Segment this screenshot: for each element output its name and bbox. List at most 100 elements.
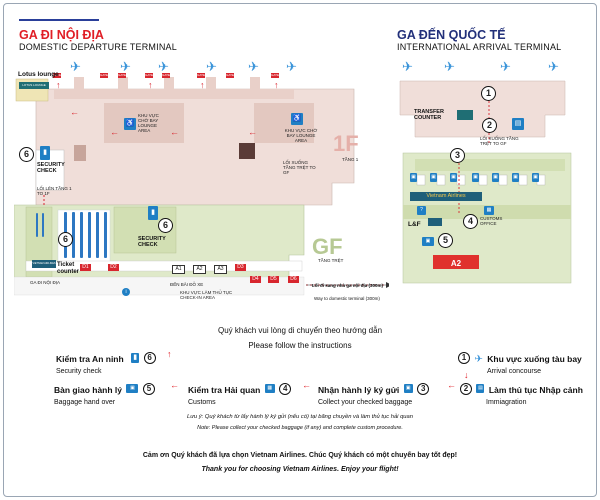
step-number-6: 6 [58, 232, 73, 247]
legend-step-3-vn: Nhận hành lý ký gửi [318, 385, 400, 395]
plane-icon: ✈ [286, 59, 297, 74]
plane-icon: ✈ [206, 59, 217, 74]
security-icon: ▮ [148, 206, 158, 220]
baggage-icon: ▣ [126, 384, 139, 394]
baggage-icon: ▣ [492, 173, 499, 182]
baggage-icon: ▣ [410, 173, 417, 182]
counter-d4: D4 [250, 276, 261, 283]
lost-found-label: L&F [408, 221, 421, 228]
plane-icon: ✈ [474, 354, 483, 365]
gate-sign: GATE [145, 73, 153, 78]
thanks-en: Thank you for choosing Vietnam Airlines.… [201, 466, 399, 473]
map-frame [3, 3, 597, 497]
counter-d1: D1 [80, 264, 91, 271]
baggage-icon: ▣ [532, 173, 539, 182]
ticket-counter-label: Ticket counter [57, 262, 80, 275]
step-number-3: 3 [450, 148, 465, 163]
legend-step-3: Nhận hành lý ký gửi ▣ 3 Collect your che… [318, 380, 448, 406]
exit-a2-label: A2 [450, 259, 462, 268]
legend-step-2-vn: Làm thủ tục Nhập cảnh [488, 385, 583, 395]
plane-icon: ✈ [500, 59, 511, 74]
to-domestic-vn: Lối đi sang nhà ga nội địa (300m) [312, 283, 384, 288]
floor-gf-note: TẦNG TRỆT [318, 258, 344, 263]
customs-icon: ▦ [484, 206, 494, 215]
step-number-6: 6 [158, 218, 173, 233]
lounge-label: KHU VỰC CHỜ BAY LOUNGE AREA [138, 113, 159, 133]
arrow-left-icon: ← [447, 380, 456, 390]
baggage-icon: ▣ [512, 173, 519, 182]
arrow-up-icon: ↑ [200, 80, 205, 90]
arrow-up-icon: ↑ [167, 349, 172, 359]
arrow-up-icon: ↑ [56, 80, 61, 90]
note-en: Note: Please collect your checked baggag… [197, 425, 403, 431]
thanks-vn: Cảm ơn Quý khách đã lựa chọn Vietnam Air… [142, 452, 458, 459]
security-check-label: SECURITY CHECK [37, 162, 65, 174]
gate-sign: GATE [162, 73, 170, 78]
legend-step-6: Kiểm tra An ninh ▮ 6 Security check [56, 349, 166, 375]
plane-icon: ✈ [402, 59, 413, 74]
seat-icon: ♿ [291, 113, 303, 125]
step-number-5: 5 [438, 233, 453, 248]
baggage-icon: ▣ [430, 173, 437, 182]
instruction-vn: Quý khách vui lòng di chuyển theo hướng … [217, 326, 383, 335]
legend-step-5: Bàn giao hành lý ▣ 5 Baggage hand over [54, 380, 184, 406]
arrow-left-icon: ← [170, 380, 179, 390]
arrow-down-icon: ↓ [464, 370, 469, 380]
customs-office-label: CUSTOMS OFFICE [480, 216, 503, 226]
counter-d3: D3 [235, 264, 246, 271]
arrow-left-icon: ← [110, 127, 119, 137]
legend-step-5-vn: Bàn giao hành lý [54, 385, 123, 395]
legend-step-6-en: Security check [56, 368, 102, 375]
floor-1f-label: 1F [333, 131, 359, 156]
arrow-left-icon: ← [302, 380, 311, 390]
plane-icon: ✈ [158, 59, 169, 74]
instruction-en: Please follow the instructions [248, 341, 352, 350]
arrow-left-icon: ← [248, 127, 257, 137]
seat-icon: ♿ [124, 118, 136, 130]
security-icon: ▮ [40, 146, 50, 160]
security-icon: ▮ [131, 352, 140, 363]
stairs-down-intl: LỐI XUỐNG TẦNG TRỆT TO GF [480, 136, 519, 146]
passport-icon: ▤ [476, 384, 485, 394]
legend-number-6: 6 [143, 351, 156, 364]
stairs-down-label: LỐI XUỐNG TẦNG TRỆT TO GF [283, 160, 316, 175]
baggage-icon: ▣ [450, 173, 457, 182]
legend-step-4-en: Customs [188, 399, 216, 406]
arrow-left-icon: ← [70, 107, 79, 117]
tiny-label: ĐẾN BÃI ĐỖ XE [170, 282, 204, 287]
legend-step-1-en: Arrival concourse [487, 368, 542, 375]
legend-number-5: 5 [142, 382, 155, 395]
tiny-label: KHU VỰC LÀM THỦ TỤC CHECK-IN AREA [180, 290, 233, 300]
legend-step-3-en: Collect your checked baggage [318, 399, 413, 406]
step-number-1: 1 [481, 86, 496, 101]
baggage-icon: ▣ [403, 384, 413, 394]
vietnam-airlines-sign: Vietnam Airlines [410, 192, 482, 201]
gate-sign: GATE [118, 73, 126, 78]
plane-icon: ✈ [120, 59, 131, 74]
step-number-4: 4 [463, 214, 478, 229]
lotus-lounge-label: Lotus lounge [18, 71, 59, 78]
arrow-up-icon: ↑ [148, 80, 153, 90]
note-vn: Lưu ý: Quý khách từ lấy hành lý ký gửi (… [187, 414, 413, 420]
legend-number-3: 3 [417, 382, 430, 395]
gate-sign: GATE [271, 73, 279, 78]
info-icon: i [122, 288, 130, 296]
lotus-lounge-sign: LOTUS LOUNGE [19, 82, 49, 89]
customs-icon: ▦ [264, 384, 275, 394]
domestic-map [14, 77, 389, 296]
tiny-label: GA ĐI NỘI ĐỊA [30, 280, 61, 285]
floor-gf-label: GF [312, 234, 343, 259]
legend-step-5-en: Baggage hand over [54, 399, 116, 406]
domestic-title-vn: GA ĐI NỘI ĐỊA [19, 28, 104, 42]
gate-sign: GATE [226, 73, 234, 78]
floor-1f-note: TẦNG 1 [342, 157, 359, 162]
legend-number-2: 2 [460, 382, 472, 395]
stairs-up-label: LỐI LÊN TẦNG 1 TO 1F [37, 186, 72, 196]
to-domestic-en: Way to domestic terminal (300m) [314, 296, 380, 301]
legend-step-6-vn: Kiểm tra An ninh [56, 354, 124, 364]
counter-d6: D6 [288, 276, 299, 283]
step-number-2: 2 [482, 118, 497, 133]
arrow-left-icon: ← [170, 127, 179, 137]
transfer-counter-label: TRANSFER COUNTER [414, 109, 444, 121]
counter-a1: A1 [172, 265, 185, 274]
